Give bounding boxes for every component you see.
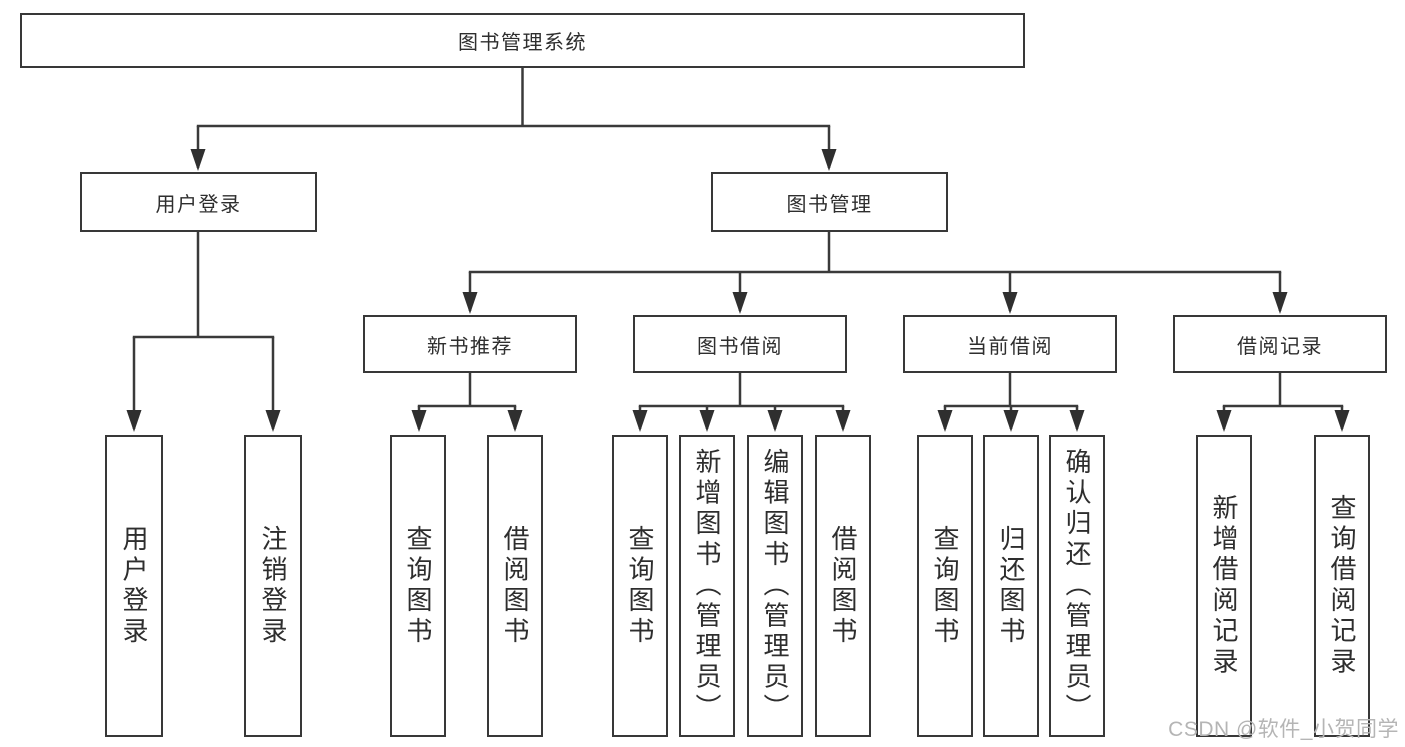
- leaf-query-books-current: 查询图书: [917, 435, 973, 737]
- leaf-logout: 注销登录: [244, 435, 302, 737]
- leaf-borrow-books-recommend: 借阅图书: [487, 435, 543, 737]
- connector-user-login-to-leaves: [126, 232, 281, 432]
- connector-book-management-to-level3: [462, 232, 1288, 314]
- leaf-query-borrow-record: 查询借阅记录: [1314, 435, 1370, 737]
- connector-borrow-record-to-leaves: [1216, 373, 1350, 432]
- leaf-borrow-books: 借阅图书: [815, 435, 871, 737]
- leaf-confirm-return-admin: 确认归还（管理员）: [1049, 435, 1105, 737]
- leaf-add-books-admin: 新增图书（管理员）: [679, 435, 735, 737]
- node-book-management: 图书管理: [711, 172, 948, 232]
- node-borrow-record: 借阅记录: [1173, 315, 1387, 373]
- node-book-borrow: 图书借阅: [633, 315, 847, 373]
- node-current-borrow: 当前借阅: [903, 315, 1117, 373]
- leaf-add-borrow-record: 新增借阅记录: [1196, 435, 1252, 737]
- node-user-login: 用户登录: [80, 172, 317, 232]
- leaf-return-books: 归还图书: [983, 435, 1039, 737]
- leaf-edit-books-admin: 编辑图书（管理员）: [747, 435, 803, 737]
- leaf-user-login: 用户登录: [105, 435, 163, 737]
- connector-new-book-to-leaves: [411, 373, 523, 432]
- connector-root-to-level2: [190, 68, 837, 171]
- leaf-query-books-borrow: 查询图书: [612, 435, 668, 737]
- leaf-query-books-recommend: 查询图书: [390, 435, 446, 737]
- node-new-book-recommend: 新书推荐: [363, 315, 577, 373]
- connector-book-borrow-to-leaves: [632, 373, 851, 432]
- connector-current-borrow-to-leaves: [937, 373, 1085, 432]
- node-root: 图书管理系统: [20, 13, 1025, 68]
